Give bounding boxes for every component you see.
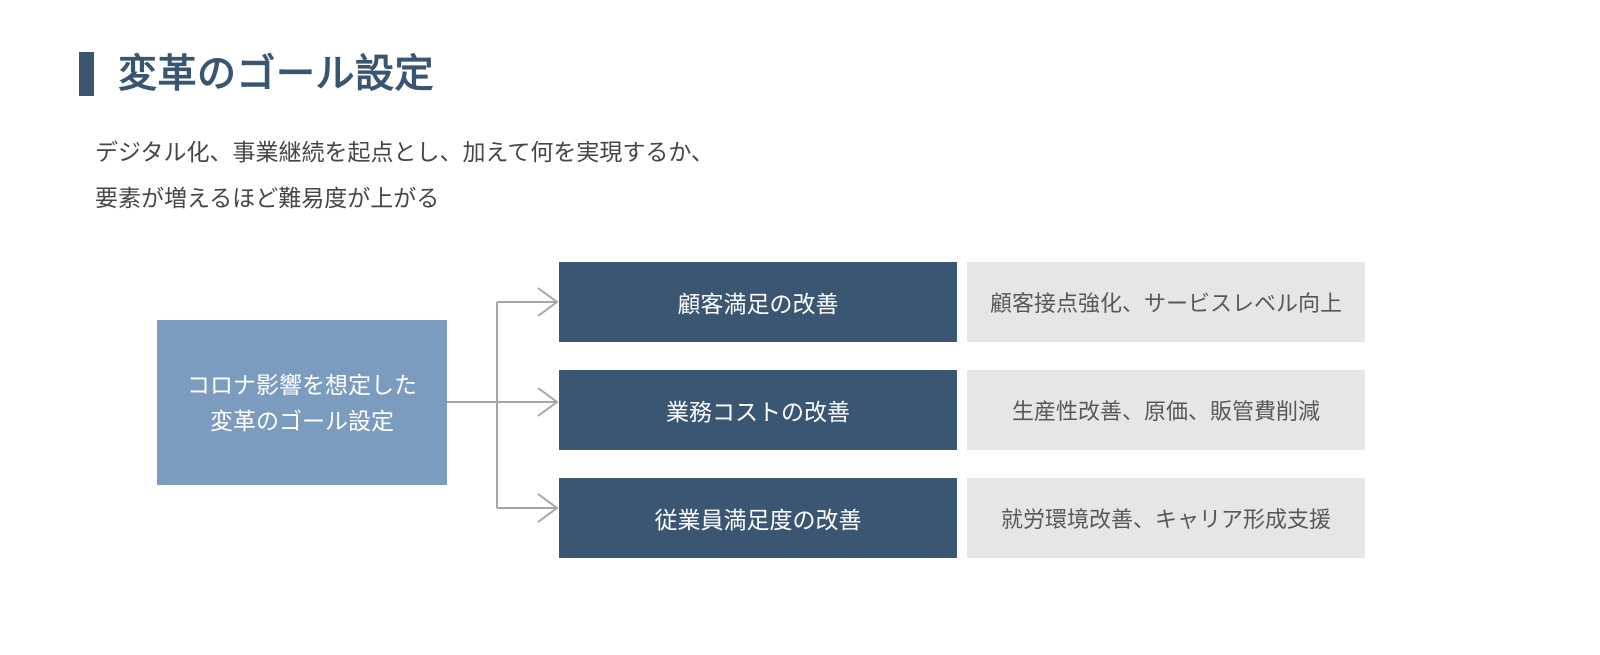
subtitle-line-2: 要素が増えるほど難易度が上がる [95,185,440,211]
diagram-source-line-2: 変革のゴール設定 [210,407,394,434]
title-accent-bar-icon [79,52,94,96]
detail-box[interactable]: 生産性改善、原価、販管費削減 [967,370,1365,450]
diagram-source-line-1: コロナ影響を想定した [187,371,417,398]
goal-box[interactable]: 従業員満足度の改善 [559,478,957,558]
detail-box[interactable]: 就労環境改善、キャリア形成支援 [967,478,1365,558]
goal-box[interactable]: 顧客満足の改善 [559,262,957,342]
page-title: 変革のゴール設定 [79,52,434,96]
detail-box[interactable]: 顧客接点強化、サービスレベル向上 [967,262,1365,342]
title-text: 変革のゴール設定 [118,52,435,96]
subtitle-line-1: デジタル化、事業継続を起点とし、加えて何を実現するか、 [95,139,714,165]
subtitle-block: デジタル化、事業継続を起点とし、加えて何を実現するか、 要素が増えるほど難易度が… [95,129,714,221]
diagram-source-box[interactable]: コロナ影響を想定した 変革のゴール設定 [157,320,447,485]
goal-box[interactable]: 業務コストの改善 [559,370,957,450]
